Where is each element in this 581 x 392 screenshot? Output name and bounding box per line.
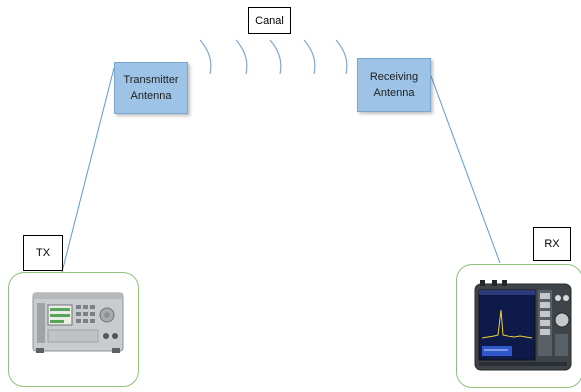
receiving-antenna-line1: Receiving — [369, 71, 419, 83]
tx-label: TX — [23, 235, 63, 271]
receiving-antenna-box: Receiving Antenna — [357, 58, 431, 112]
transmitter-antenna-line1: Transmitter — [123, 74, 179, 86]
transmitter-antenna-line2: Antenna — [130, 90, 172, 102]
rx-link-line — [430, 75, 501, 264]
channel-label: Canal — [248, 7, 291, 34]
transmitter-antenna-box: Transmitter Antenna — [114, 62, 188, 114]
rx-label: RX — [533, 227, 571, 261]
tx-link-line — [61, 67, 115, 273]
signal-generator-image — [32, 292, 124, 353]
spectrum-analyzer-image — [474, 280, 572, 371]
radio-waves-icon — [199, 39, 348, 75]
receiving-antenna-line2: Antenna — [373, 87, 415, 99]
